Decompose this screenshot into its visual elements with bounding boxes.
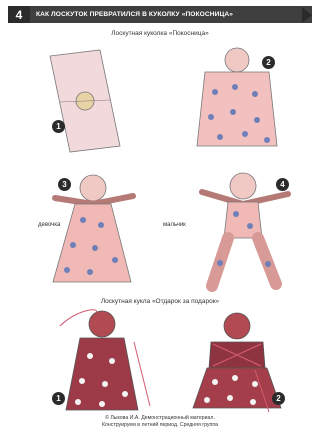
page-header: 4 КАК ЛОСКУТОК ПРЕВРАТИЛСЯ В КУКОЛКУ «ПО… (8, 6, 312, 23)
step-badge-otdarok-1: 1 (52, 392, 65, 405)
doll-otdarok-1-illustration (50, 306, 155, 416)
caption-pokosnitsa: Лоскутная куколка «Покосница» (0, 30, 320, 37)
doll-girl-illustration (35, 170, 145, 290)
step-badge-4: 4 (276, 178, 289, 191)
page-title: КАК ЛОСКУТОК ПРЕВРАТИЛСЯ В КУКОЛКУ «ПОКО… (30, 11, 302, 18)
step-badge-1: 1 (52, 120, 65, 133)
step-badge-otdarok-2: 2 (272, 392, 285, 405)
step-badge-3: 3 (58, 178, 71, 191)
caption-otdarok: Лоскутная кукла «Отдарок за подарок» (0, 298, 320, 305)
section-number: 4 (8, 6, 30, 23)
label-boy: мальчик (163, 222, 186, 228)
header-arrow (302, 7, 312, 23)
step-badge-2: 2 (262, 56, 275, 69)
footer-line-1: © Лыкова И.А. Демонстрационный материал. (0, 415, 320, 422)
label-girl: девочка (38, 222, 60, 228)
footer-line-2: Конструируем в летний период. Средняя гр… (0, 422, 320, 429)
fabric-strip-illustration (40, 46, 130, 156)
copyright-footer: © Лыкова И.А. Демонстрационный материал.… (0, 415, 320, 429)
